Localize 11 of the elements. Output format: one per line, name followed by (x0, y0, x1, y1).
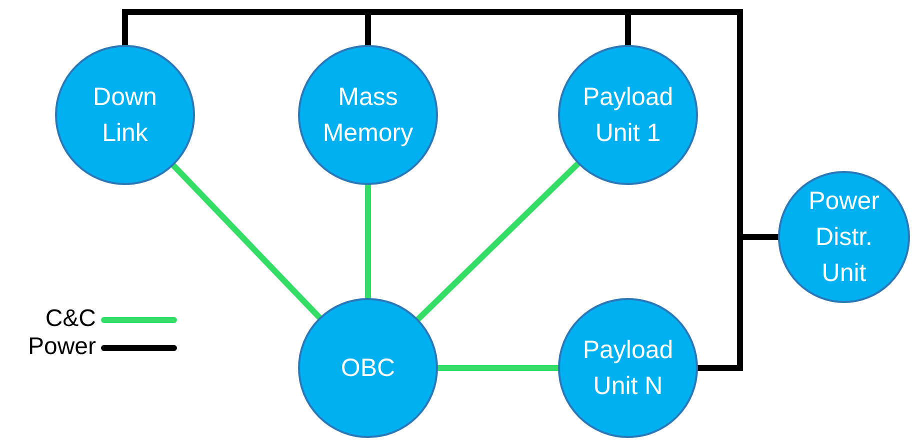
node-label: OBC (340, 352, 396, 384)
connector-line (415, 160, 581, 322)
connector-line (170, 162, 322, 321)
legend-label: C&C (45, 305, 96, 333)
node-label: Mass Memory (322, 82, 414, 149)
node-label: Payload Unit 1 (582, 82, 674, 149)
connector-line (365, 182, 371, 301)
node-label: Down Link (92, 82, 158, 149)
node-label: Payload Unit N (582, 334, 674, 402)
node-label: Power Distr. Unit (808, 186, 880, 290)
legend-label: Power (28, 333, 96, 361)
